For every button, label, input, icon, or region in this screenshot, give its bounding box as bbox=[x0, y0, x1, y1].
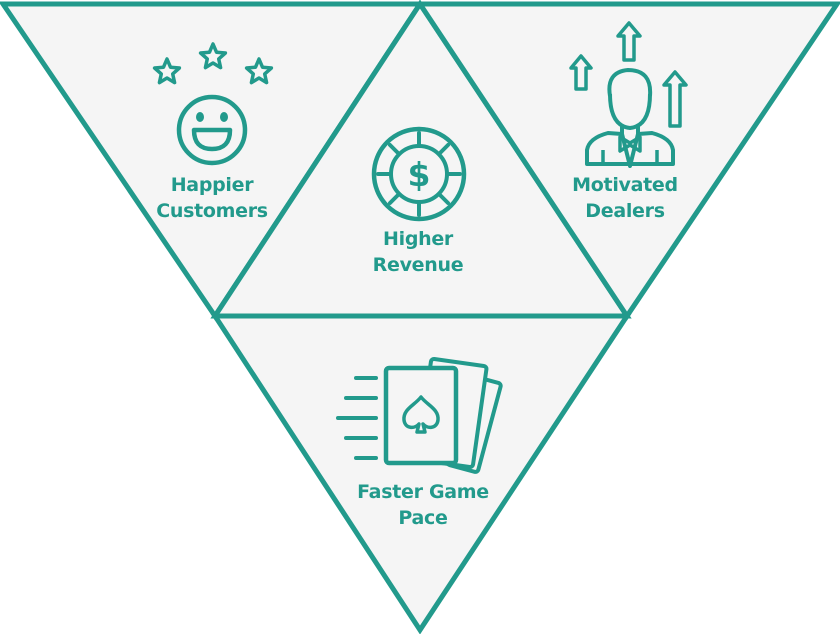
smiley-mouth bbox=[191, 127, 233, 152]
fast-cards-icon bbox=[336, 356, 503, 474]
label-line: Dealers bbox=[585, 200, 665, 222]
label-line: Happier bbox=[170, 174, 254, 196]
star-icon bbox=[244, 57, 274, 85]
label-faster-game-pace: Faster Game Pace bbox=[333, 479, 513, 531]
star-icon bbox=[198, 42, 228, 70]
up-arrow-icon bbox=[662, 70, 688, 128]
label-line: Higher bbox=[383, 228, 453, 250]
chip-notches bbox=[376, 131, 462, 217]
up-arrow-icon bbox=[569, 54, 593, 91]
label-line: Revenue bbox=[372, 254, 464, 276]
dollar-chip-icon: $ bbox=[371, 126, 467, 222]
label-line: Motivated bbox=[572, 174, 678, 196]
label-line: Customers bbox=[156, 200, 268, 222]
dealer-body bbox=[585, 131, 675, 168]
label-higher-revenue: Higher Revenue bbox=[345, 226, 491, 278]
speed-lines bbox=[336, 376, 378, 460]
dealer-arrows-icon bbox=[569, 21, 688, 168]
dealer-hair bbox=[607, 68, 653, 97]
smiley-eye bbox=[220, 112, 228, 122]
smiley-face-icon bbox=[176, 94, 248, 166]
card-front bbox=[383, 365, 459, 466]
dealer-face bbox=[608, 93, 652, 130]
panel-faster-game-pace bbox=[210, 313, 632, 635]
label-line: Faster Game bbox=[357, 481, 489, 503]
up-arrow-icon bbox=[616, 21, 642, 62]
smiley-eye bbox=[196, 112, 204, 122]
dollar-sign-icon: $ bbox=[408, 155, 431, 194]
chip-outer-ring bbox=[371, 126, 467, 222]
bow-tie-icon bbox=[618, 135, 642, 153]
smiley-stars-icon bbox=[152, 42, 274, 166]
spade-icon bbox=[402, 395, 440, 434]
label-motivated-dealers: Motivated Dealers bbox=[552, 172, 698, 224]
label-happier-customers: Happier Customers bbox=[139, 172, 285, 224]
label-line: Pace bbox=[398, 507, 448, 529]
star-icon bbox=[152, 57, 182, 85]
